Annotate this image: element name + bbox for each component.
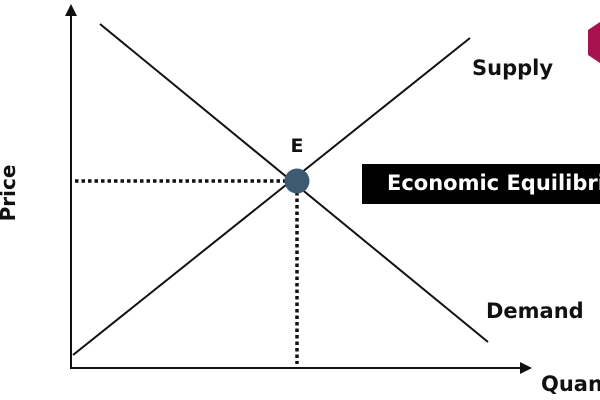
logo-icon xyxy=(588,22,600,63)
demand-label: Demand xyxy=(486,299,584,323)
y-axis-label: Price xyxy=(0,165,20,222)
equilibrium-label: E xyxy=(291,135,304,157)
x-axis-label: Quantity xyxy=(541,372,600,396)
equilibrium-point xyxy=(284,168,310,194)
equilibrium-banner: Economic Equilibrium xyxy=(362,164,600,204)
y-axis-arrowhead xyxy=(65,4,77,16)
equilibrium-banner-text: Economic Equilibrium xyxy=(387,171,600,195)
supply-curve xyxy=(72,37,471,356)
x-axis-arrowhead xyxy=(520,362,532,374)
supply-label: Supply xyxy=(472,56,553,80)
